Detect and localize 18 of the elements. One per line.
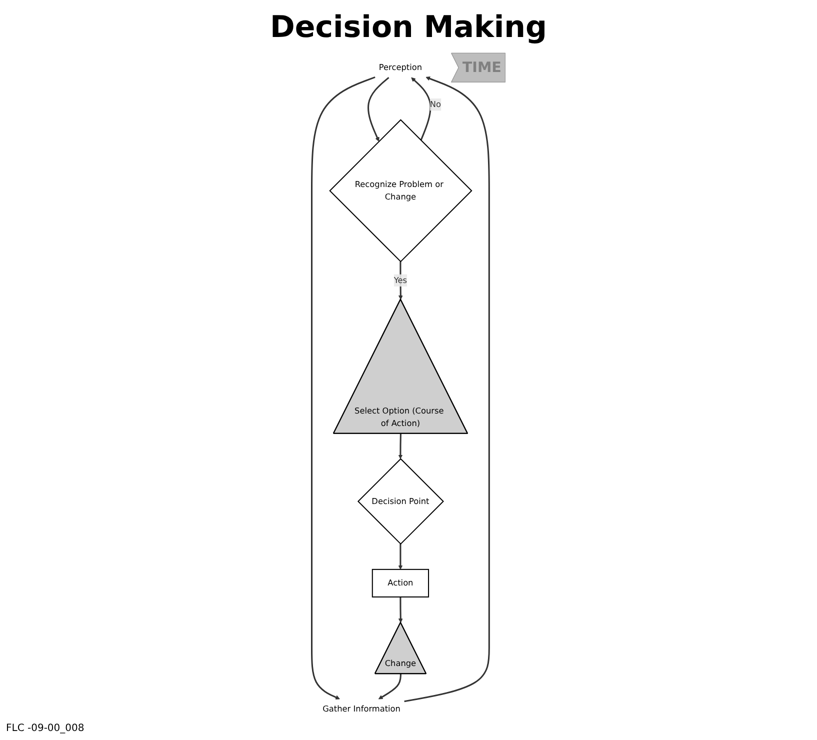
arrow [398,434,403,460]
arrow [404,76,490,702]
node-diamond: Decision Point [357,458,444,545]
title: Decision Making [270,10,548,45]
figure-code: FLC -09-00_008 [6,723,84,734]
node-diamond: Recognize Problem or Change [329,119,472,262]
node-text: Perception [378,62,422,72]
arrow [368,76,390,142]
arrow [311,76,376,700]
arrow [378,674,402,700]
arrow [398,596,403,623]
node-text: Gather Information [322,704,400,714]
edge-label: Yes [394,275,408,286]
node-box: Action [372,568,430,598]
arrow [398,262,403,300]
arrow [411,77,432,141]
arrow [398,544,403,570]
edge-label: No [430,99,442,110]
